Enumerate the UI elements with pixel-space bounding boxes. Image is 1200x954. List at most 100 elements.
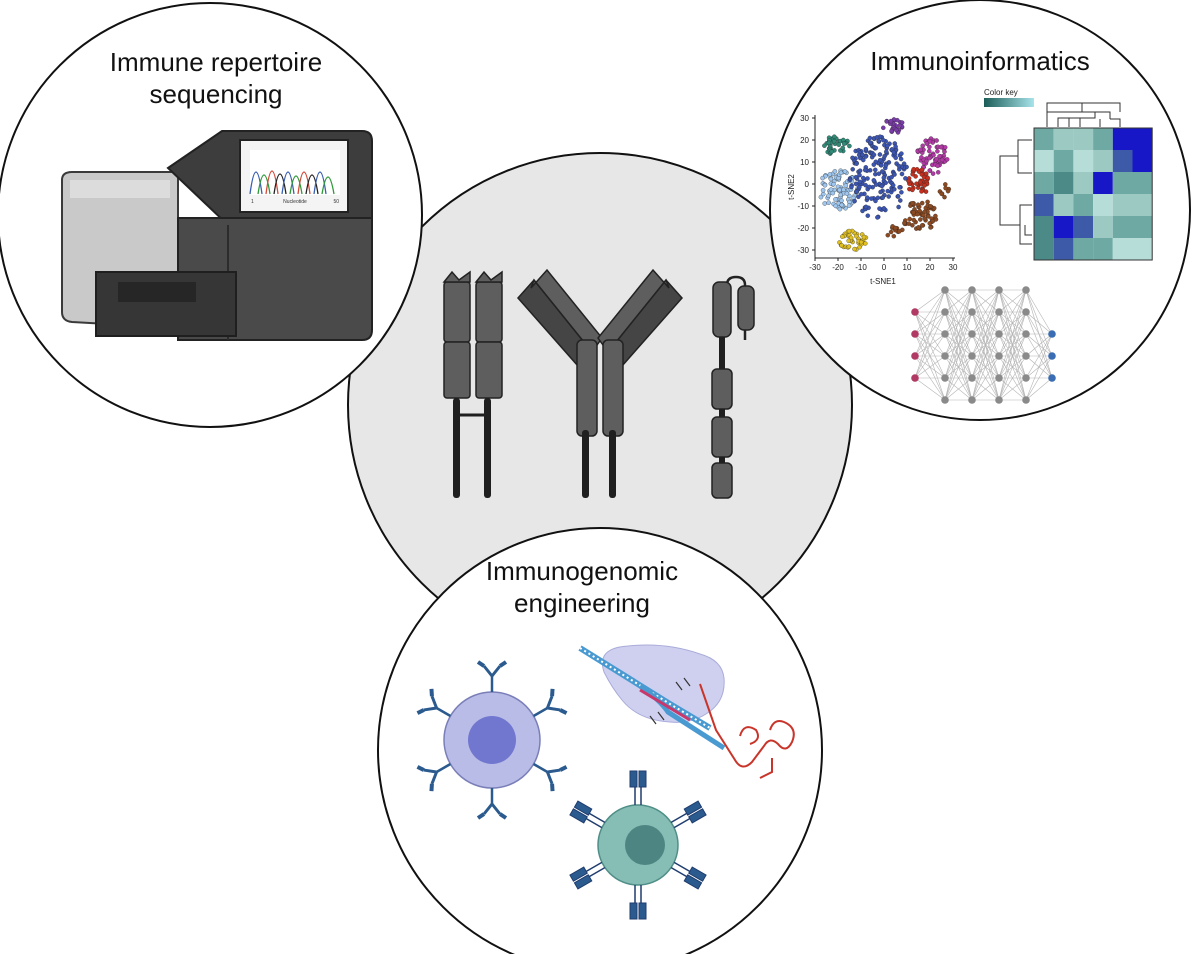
tsne-point	[893, 144, 898, 149]
surface-antibody-icon	[532, 762, 568, 792]
tsne-point	[874, 135, 880, 140]
tsne-point	[863, 241, 868, 246]
nn-edge	[998, 289, 1027, 313]
tsne-point	[927, 144, 932, 150]
engineering-circle	[377, 527, 823, 954]
tsne-point	[840, 234, 845, 239]
nn-edge	[914, 377, 946, 401]
tsne-point	[939, 191, 944, 197]
tsne-point	[853, 174, 859, 180]
heatmap-cell	[1132, 172, 1153, 194]
tsne-point	[881, 206, 887, 211]
nn-node	[995, 352, 1003, 360]
tsne-point	[902, 220, 907, 226]
tsne-point	[826, 140, 832, 146]
nn-edge	[1025, 289, 1053, 335]
tsne-point	[867, 135, 873, 141]
nn-node	[1022, 396, 1030, 404]
tsne-point	[865, 176, 870, 181]
tsne-y-tick-label: 0	[805, 180, 810, 189]
tsne-point	[918, 147, 923, 153]
nn-node	[941, 352, 949, 360]
tsne-point	[918, 179, 923, 185]
nn-edge	[971, 333, 1000, 401]
tsne-point	[942, 149, 947, 154]
tsne-point	[860, 152, 865, 158]
tsne-point	[893, 225, 898, 231]
nn-node	[968, 374, 976, 382]
tsne-point	[906, 221, 912, 226]
sequencing-title-line2: sequencing	[150, 79, 283, 109]
surface-receptor-icon	[670, 800, 707, 829]
nn-node	[911, 330, 919, 338]
crispr-complex-icon	[578, 644, 795, 779]
tsne-point	[869, 196, 874, 201]
tsne-point	[832, 169, 838, 174]
tsne-x-tick-label: 20	[926, 263, 935, 272]
sequencing-title-line1: Immune repertoire	[110, 47, 322, 77]
tsne-point	[826, 193, 831, 199]
nn-edge	[914, 311, 946, 379]
tsne-point	[830, 190, 836, 196]
nn-node	[968, 286, 976, 294]
tsne-point	[880, 169, 885, 174]
tsne-point	[831, 181, 836, 187]
nn-edge	[971, 289, 1000, 313]
tsne-point	[891, 149, 897, 155]
heatmap-border	[1033, 127, 1153, 261]
tsne-point	[822, 143, 827, 148]
tsne-point	[942, 145, 948, 150]
tsne-point	[860, 175, 866, 181]
tsne-point	[922, 183, 927, 188]
tsne-point	[858, 239, 864, 245]
tsne-point	[873, 145, 879, 151]
tsne-point	[885, 143, 890, 149]
tsne-point	[854, 189, 859, 194]
tsne-point	[884, 149, 889, 154]
nn-node	[968, 396, 976, 404]
tsne-point	[935, 149, 940, 154]
nn-edge	[998, 377, 1027, 401]
heatmap-cell	[1112, 238, 1133, 260]
heatmap-cell	[1053, 194, 1074, 216]
nn-edge	[971, 289, 1000, 335]
tsne-point	[856, 194, 861, 200]
tsne-point	[853, 181, 859, 187]
nn-edge	[1025, 355, 1053, 401]
tsne-point	[934, 138, 939, 143]
nn-node	[995, 374, 1003, 382]
tsne-point	[922, 216, 928, 221]
nn-edge	[944, 333, 973, 401]
heatmap-cell	[1073, 194, 1094, 216]
tsne-point	[853, 233, 859, 239]
engineering-title-line1: Immunogenomic	[486, 556, 678, 586]
tsne-y-tick-label: 10	[800, 158, 809, 167]
heatmap-cell	[1053, 238, 1074, 260]
tsne-point	[861, 157, 866, 163]
tsne-x-tick-label: -30	[809, 263, 821, 272]
tsne-point	[857, 179, 863, 185]
tsne-point	[910, 201, 915, 206]
heatmap-cell	[1034, 194, 1054, 216]
tsne-y-tick-label: 30	[800, 114, 809, 123]
antibody-icon	[516, 268, 684, 498]
tsne-point	[882, 153, 887, 159]
tsne-point	[832, 134, 837, 139]
tsne-point	[833, 197, 838, 202]
tsne-point	[847, 177, 853, 183]
surface-receptor-icon	[569, 800, 606, 829]
tsne-point	[885, 232, 891, 238]
tsne-x-tick-label: -10	[855, 263, 867, 272]
surface-receptor-icon	[629, 770, 647, 805]
tsne-point	[873, 167, 878, 173]
informatics-circle	[769, 0, 1191, 421]
heatmap-cell	[1034, 150, 1054, 172]
tsne-point	[930, 218, 936, 224]
heatmap-cell	[1034, 238, 1054, 260]
tsne-point	[850, 167, 855, 172]
nn-node	[911, 308, 919, 316]
tsne-point	[897, 229, 902, 234]
tsne-point	[839, 243, 844, 248]
tsne-point	[843, 183, 849, 188]
tsne-point	[841, 137, 846, 143]
